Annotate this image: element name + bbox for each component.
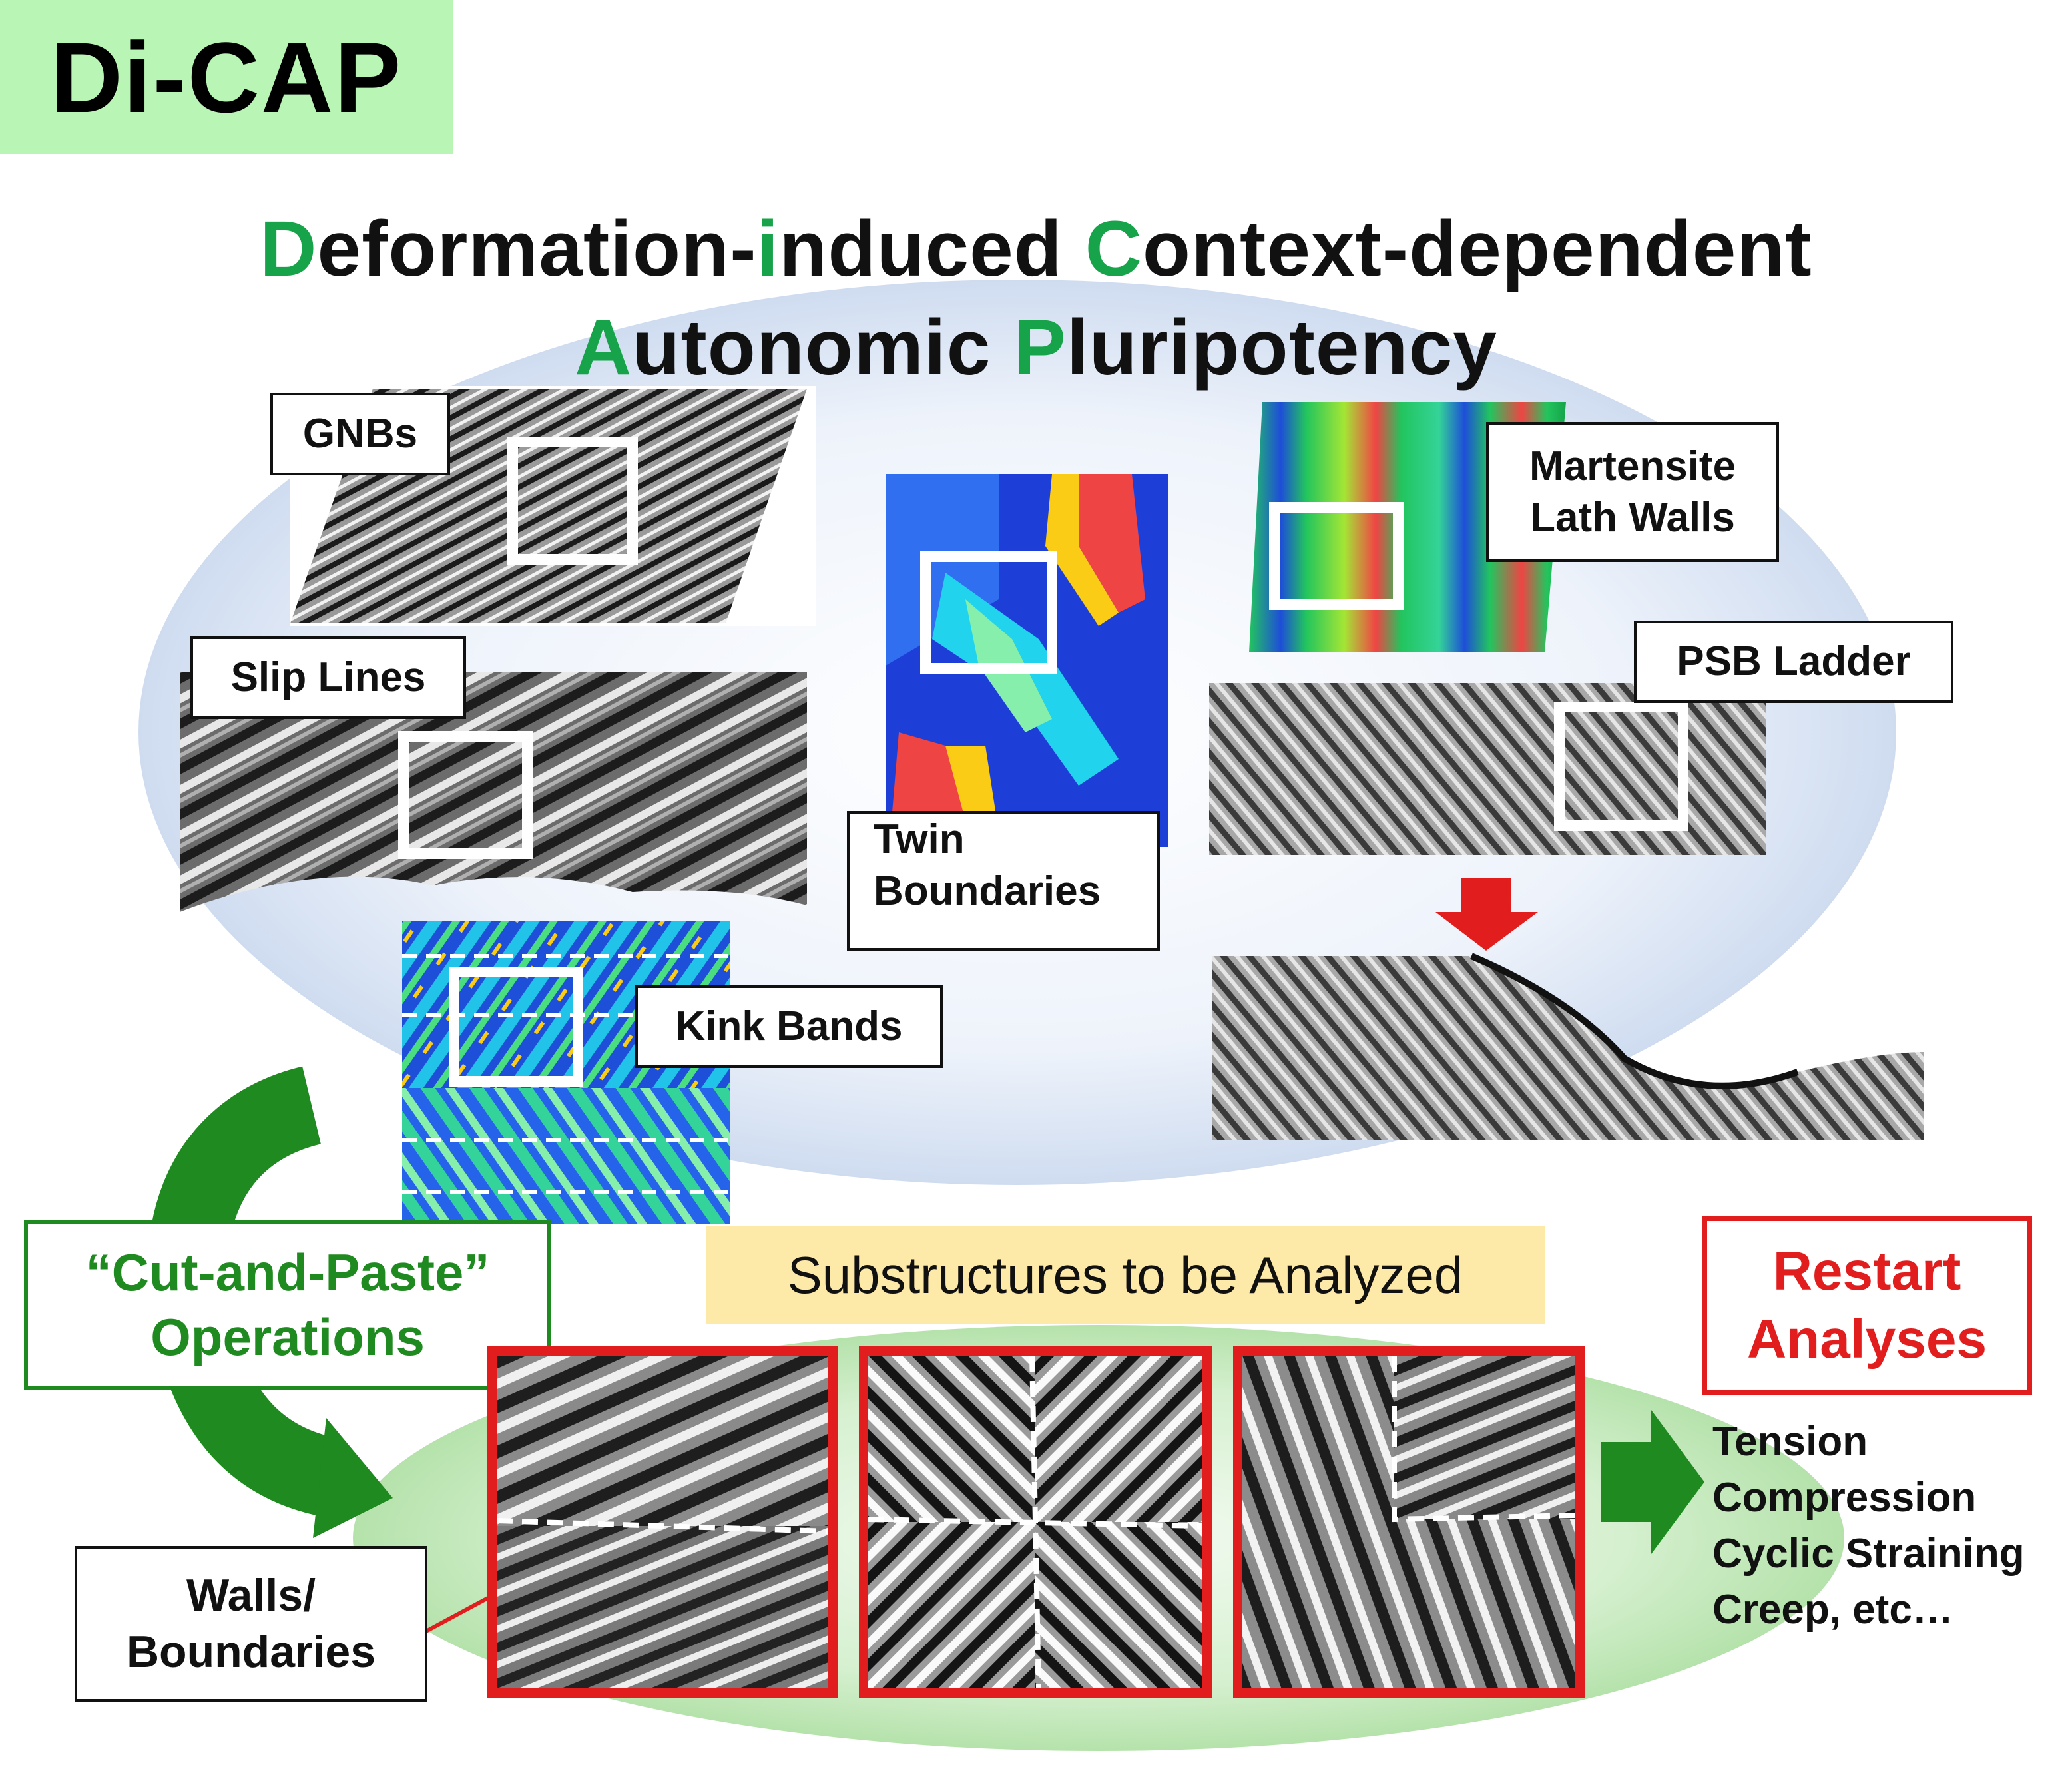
substructure-tile-3 bbox=[1233, 1346, 1585, 1698]
kink-bands-image bbox=[402, 921, 730, 1224]
twin-boundaries-image bbox=[886, 474, 1168, 847]
load-item: Creep, etc… bbox=[1712, 1587, 1953, 1633]
label-slip-lines: Slip Lines bbox=[190, 636, 466, 719]
walls-boundaries-box: Walls/ Boundaries bbox=[75, 1546, 427, 1702]
restart-analyses-box: Restart Analyses bbox=[1702, 1216, 2032, 1395]
subtitle-initial: A bbox=[575, 304, 633, 391]
right-arrow bbox=[1601, 1410, 1704, 1554]
label-martensite: Martensite Lath Walls bbox=[1486, 422, 1779, 562]
slip-lines-image bbox=[180, 672, 807, 912]
deformed-psb-image bbox=[1212, 953, 1924, 1140]
load-item: Tension bbox=[1712, 1419, 1868, 1465]
label-twin-boundaries: Twin Boundaries bbox=[847, 811, 1160, 951]
load-item: Cyclic Straining bbox=[1712, 1531, 2025, 1577]
subtitle-initial: P bbox=[1013, 304, 1067, 391]
subtitle-initial: D bbox=[260, 205, 318, 293]
substructures-banner: Substructures to be Analyzed bbox=[706, 1226, 1545, 1324]
subtitle-initial: i bbox=[756, 205, 780, 293]
substructure-tile-1 bbox=[487, 1346, 838, 1698]
title-box: Di-CAP bbox=[0, 0, 453, 154]
loading-conditions-list: Tension Compression Cyclic Straining Cre… bbox=[1712, 1414, 2025, 1638]
subtitle-line-1: Deformation-induced Context-dependent bbox=[0, 204, 2072, 294]
subtitle-initial: C bbox=[1085, 205, 1143, 293]
subtitle-segment: ontext-dependent bbox=[1142, 205, 1812, 293]
cut-and-paste-box: “Cut-and-Paste” Operations bbox=[24, 1220, 551, 1390]
subtitle-segment: luripotency bbox=[1066, 304, 1497, 391]
label-kink-bands: Kink Bands bbox=[635, 985, 943, 1068]
subtitle-line-2: Autonomic Pluripotency bbox=[0, 302, 2072, 393]
red-down-arrow bbox=[1435, 878, 1538, 951]
subtitle-segment: utonomic bbox=[632, 304, 1014, 391]
subtitle-segment: eformation- bbox=[317, 205, 757, 293]
label-psb-ladder: PSB Ladder bbox=[1634, 621, 1953, 703]
psb-image bbox=[1209, 683, 1766, 855]
load-item: Compression bbox=[1712, 1475, 1977, 1521]
label-gnbs: GNBs bbox=[270, 393, 450, 475]
substructure-tile-2 bbox=[859, 1346, 1212, 1698]
title-text: Di-CAP bbox=[50, 21, 403, 133]
subtitle-segment: nduced bbox=[779, 205, 1085, 293]
